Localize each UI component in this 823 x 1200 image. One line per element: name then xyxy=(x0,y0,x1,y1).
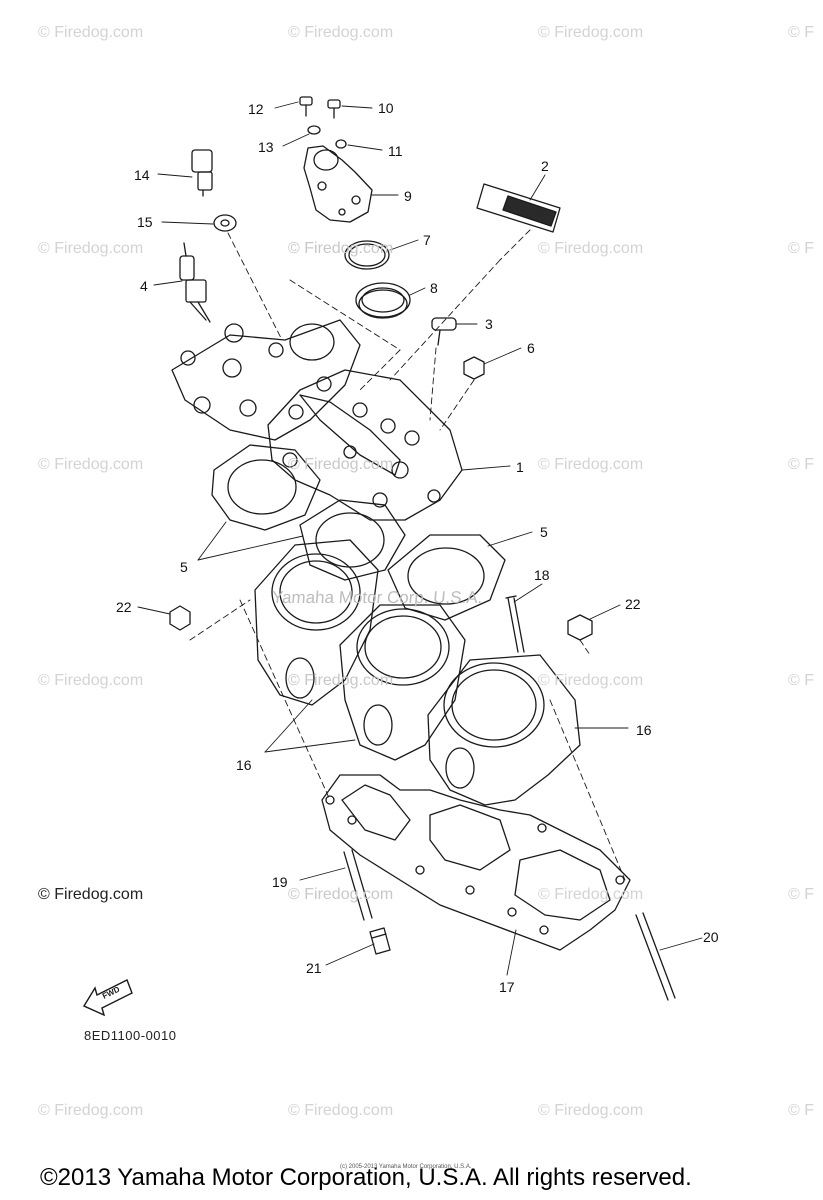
head-cover-left xyxy=(171,319,361,441)
watermark: © Firedog.com xyxy=(288,1102,394,1119)
part-number-label: 10 xyxy=(378,100,394,116)
tiny-copyright: (c) 2005-2013 Yamaha Motor Corporation, … xyxy=(340,1164,472,1170)
watermark: © Firedog.com xyxy=(538,456,644,473)
cylinder-16-middle xyxy=(339,604,466,761)
part-number-label: 8 xyxy=(430,280,438,296)
head-gasket-5-left xyxy=(211,444,321,531)
part-number-label: 16 xyxy=(236,757,252,773)
watermark: © F xyxy=(788,24,815,41)
watermark: © F xyxy=(788,672,815,689)
nut-22-left xyxy=(169,605,191,631)
part-number-label: 19 xyxy=(272,874,288,890)
watermark: © Firedog.com xyxy=(38,24,144,41)
cylinder-16-right xyxy=(427,654,581,806)
part-number-label: 6 xyxy=(527,340,535,356)
watermark: © Firedog.com xyxy=(538,1102,644,1119)
part-number-label: 12 xyxy=(248,101,264,117)
nut-6 xyxy=(463,356,485,380)
part-number-label: 14 xyxy=(134,167,150,183)
watermark: © Firedog.com xyxy=(38,1102,144,1119)
part-number-label: 5 xyxy=(180,559,188,575)
watermark: © Firedog.com xyxy=(38,240,144,257)
watermark: © Firedog.com xyxy=(288,456,394,473)
washer-15 xyxy=(213,214,237,232)
part-number-label: 15 xyxy=(137,214,153,230)
part-number-label: 9 xyxy=(404,188,412,204)
watermark: © Firedog.com xyxy=(538,240,644,257)
watermark: © Firedog.com xyxy=(538,24,644,41)
part-number-label: 3 xyxy=(485,316,493,332)
part-number-label: 13 xyxy=(258,139,274,155)
manufacturer-watermark: Yamaha Motor Corp. U.S.A. xyxy=(271,588,484,607)
spark-plug-4 xyxy=(179,242,211,323)
stud-20 xyxy=(635,912,676,1001)
temp-sensor-14 xyxy=(191,149,213,197)
part-number-label: 4 xyxy=(140,278,148,294)
part-number-label: 11 xyxy=(388,143,403,159)
cylinder-head-1 xyxy=(267,369,463,521)
label-2 xyxy=(476,183,561,233)
watermark: © Firedog.com xyxy=(288,672,394,689)
part-number-label: 5 xyxy=(540,524,548,540)
head-gasket-5-mid xyxy=(299,499,406,581)
part-number-label: 16 xyxy=(636,722,652,738)
washer-11 xyxy=(335,139,347,149)
fwd-arrow-label: FWD xyxy=(101,985,122,1001)
stud-18 xyxy=(505,595,525,653)
thermostat-cover-9 xyxy=(303,145,373,223)
bolt-12 xyxy=(299,96,313,117)
watermark: © Firedog.com xyxy=(38,456,144,473)
watermark: © Firedog.com xyxy=(538,672,644,689)
watermark: © F xyxy=(788,886,815,903)
part-number-label: 21 xyxy=(306,960,322,976)
washer-13 xyxy=(307,125,321,135)
copyright-footer: ©2013 Yamaha Motor Corporation, U.S.A. A… xyxy=(40,1164,692,1191)
part-number-label: 22 xyxy=(116,599,132,615)
part-number-label: 17 xyxy=(499,979,515,995)
part-number-label: 18 xyxy=(534,567,550,583)
watermark: © Firedog.com xyxy=(288,886,394,903)
fwd-arrow-icon xyxy=(82,979,133,1017)
bolt-10 xyxy=(327,99,341,119)
watermark: © F xyxy=(788,240,815,257)
firedog-credit: © Firedog.com xyxy=(38,886,144,903)
watermark: © F xyxy=(788,1102,815,1119)
watermark: © F xyxy=(788,456,815,473)
seal-8 xyxy=(355,282,411,318)
nut-22-right xyxy=(567,614,593,641)
stud-19 xyxy=(343,849,373,921)
part-number-label: 22 xyxy=(625,596,641,612)
watermark: © Firedog.com xyxy=(288,240,394,257)
watermark: © Firedog.com xyxy=(538,886,644,903)
part-number-label: 2 xyxy=(541,158,549,174)
watermark: © Firedog.com xyxy=(288,24,394,41)
o-ring-7 xyxy=(344,240,390,270)
part-number-label: 20 xyxy=(703,929,719,945)
watermark: © Firedog.com xyxy=(38,672,144,689)
base-gasket-17 xyxy=(321,774,631,951)
diagram-code: 8ED1100-0010 xyxy=(84,1028,177,1043)
fitting-3 xyxy=(431,317,457,346)
part-number-label: 7 xyxy=(423,232,431,248)
cap-nut-21 xyxy=(369,927,391,955)
part-number-label: 1 xyxy=(516,459,524,475)
